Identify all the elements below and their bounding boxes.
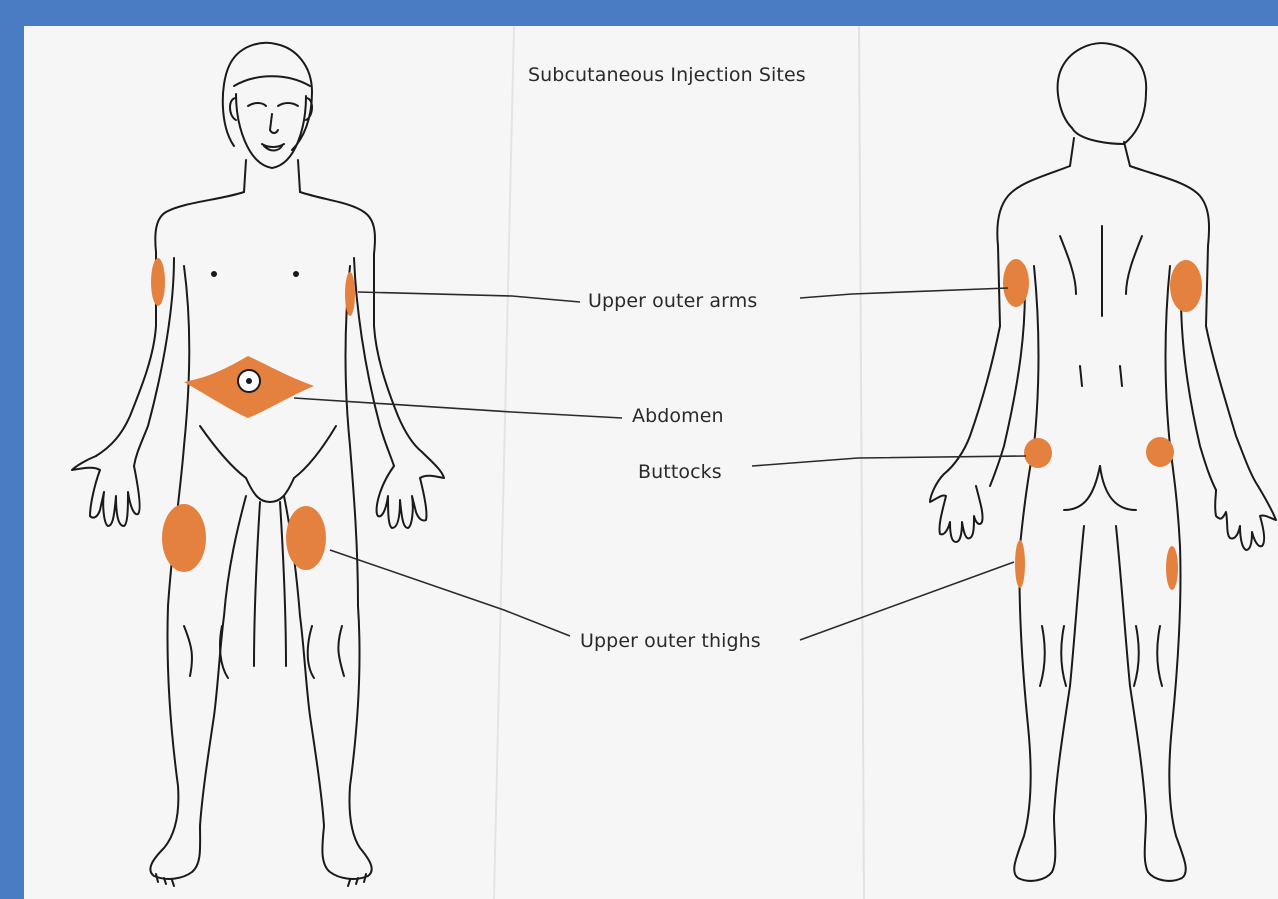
back-left-hand	[930, 474, 983, 542]
front-right-hand	[377, 452, 444, 528]
label-abdomen: Abdomen	[632, 405, 724, 427]
back-head	[1058, 43, 1147, 144]
front-figure	[72, 43, 444, 886]
label-upper-outer-thighs: Upper outer thighs	[580, 630, 761, 652]
front-arm-site-left	[151, 258, 165, 306]
back-thigh-site-left	[1015, 540, 1025, 588]
arms-leader-left	[358, 292, 580, 302]
back-right-hand	[1215, 486, 1276, 550]
front-torso-right	[300, 192, 422, 452]
back-arm-site-right	[1170, 260, 1202, 312]
back-torso-right	[1130, 166, 1258, 486]
paper-fold	[859, 26, 864, 899]
front-arm-site-right	[345, 272, 355, 316]
paper-fold	[494, 26, 514, 899]
front-thigh-site-right	[286, 506, 326, 570]
thighs-leader-left	[330, 550, 570, 636]
back-figure	[930, 43, 1276, 881]
front-thigh-site-left	[162, 504, 206, 572]
front-injection-sites	[151, 258, 355, 572]
label-upper-outer-arms: Upper outer arms	[588, 290, 757, 312]
back-buttock-site-right	[1146, 437, 1174, 467]
back-left-leg	[1014, 526, 1084, 881]
diagram-title: Subcutaneous Injection Sites	[528, 64, 806, 86]
arms-leader-right	[800, 288, 1008, 298]
thighs-leader-right	[800, 562, 1014, 640]
back-thigh-site-right	[1166, 546, 1178, 590]
buttocks-leader	[752, 456, 1026, 466]
back-arm-site-left	[1003, 259, 1029, 307]
abdomen-leader	[294, 398, 622, 418]
back-torso-left	[944, 166, 1070, 474]
label-buttocks: Buttocks	[638, 461, 722, 483]
back-buttock-site-left	[1024, 438, 1052, 468]
diagram-paper: Subcutaneous Injection Sites Upper outer…	[24, 26, 1278, 899]
front-left-hand	[72, 456, 140, 526]
